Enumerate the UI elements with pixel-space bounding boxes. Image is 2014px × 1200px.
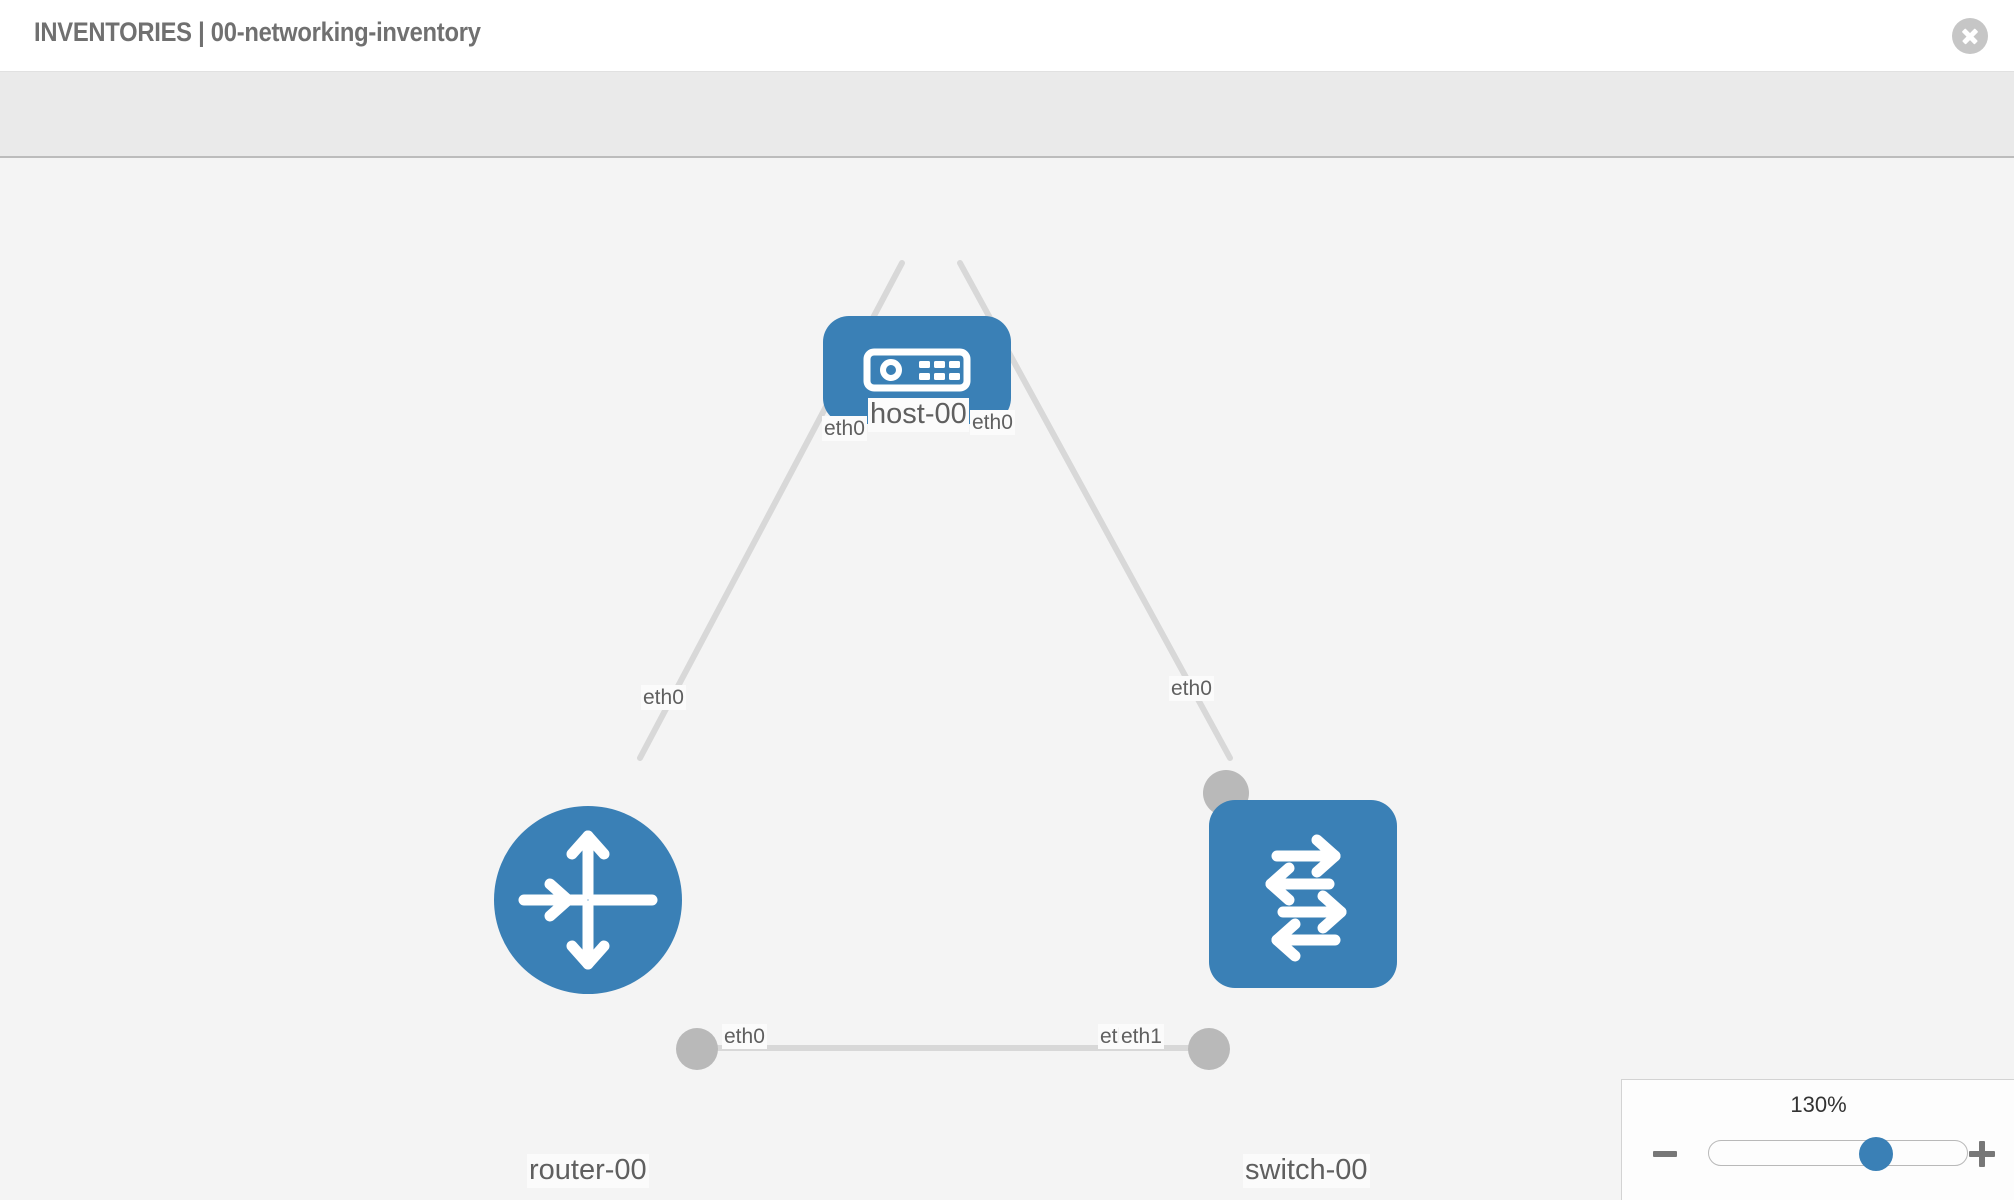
zoom-slider-thumb[interactable] xyxy=(1859,1137,1893,1171)
interface-label-router-up: eth0 xyxy=(641,685,686,711)
interface-label-switch-up: eth0 xyxy=(1169,676,1214,702)
zoom-out-button[interactable] xyxy=(1648,1132,1682,1176)
node-label-host-00: host-00 xyxy=(868,398,969,432)
toolbar: ACTIONS SEARCH xyxy=(0,72,2014,216)
topology-canvas[interactable]: eth0 host-00 eth0 eth0 eth0 eth0 eth0 et… xyxy=(0,158,2014,1200)
zoom-percent-label: 130% xyxy=(1790,1092,1847,1117)
page-header: INVENTORIES | 00-networking-inventory xyxy=(0,0,2014,72)
node-label-router-00: router-00 xyxy=(527,1154,649,1188)
topology-links xyxy=(637,260,1233,1051)
server-icon xyxy=(863,348,971,392)
node-label-switch-00: switch-00 xyxy=(1243,1154,1370,1188)
node-switch-00[interactable] xyxy=(1209,800,1397,988)
port-router-right[interactable] xyxy=(676,1028,718,1070)
zoom-control-panel: 130% xyxy=(1621,1079,2014,1200)
zoom-in-button[interactable] xyxy=(1965,1132,1999,1176)
interface-label-router-right: eth0 xyxy=(722,1024,767,1050)
zoom-slider-track[interactable] xyxy=(1708,1137,1968,1171)
switch-arrows-icon xyxy=(1265,834,1347,962)
router-arrows-icon xyxy=(518,830,658,970)
zoom-slider-row xyxy=(1622,1132,2014,1176)
port-switch-left[interactable] xyxy=(1188,1028,1230,1070)
page-title: INVENTORIES | 00-networking-inventory xyxy=(34,17,481,47)
node-router-00[interactable] xyxy=(494,806,682,994)
interface-label-switch-left-eth1: eth1 xyxy=(1119,1024,1164,1050)
close-icon[interactable] xyxy=(1952,18,1988,54)
interface-label-host-right: eth0 xyxy=(970,410,1015,436)
interface-label-host-left: eth0 xyxy=(822,416,867,442)
